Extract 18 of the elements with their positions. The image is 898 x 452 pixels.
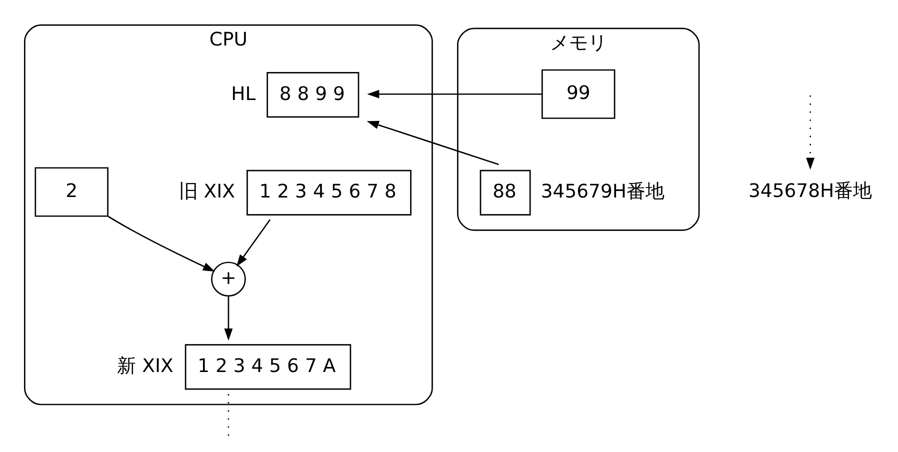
arrow <box>367 90 542 98</box>
node-box: 88 <box>480 170 531 216</box>
node-text: 345678H番地 <box>748 180 872 202</box>
arrow <box>236 219 271 267</box>
arrow <box>224 296 233 341</box>
arrow <box>108 216 216 272</box>
node-box: 1 2 3 4 5 6 7 A <box>184 344 352 390</box>
arrow <box>366 120 499 166</box>
node-label: 345679H番地 <box>540 182 665 203</box>
node-box: 1 2 3 4 5 6 7 8 <box>246 170 412 216</box>
node-box: 2 <box>34 167 108 217</box>
node-box: 8 8 9 9 <box>266 72 360 118</box>
arrow <box>806 96 815 170</box>
node-circle: + <box>211 262 246 297</box>
node-label: HL <box>231 84 256 105</box>
node-box: 99 <box>542 69 616 119</box>
node-label: 旧 XIX <box>178 182 236 203</box>
node-label: 新 XIX <box>117 356 174 377</box>
